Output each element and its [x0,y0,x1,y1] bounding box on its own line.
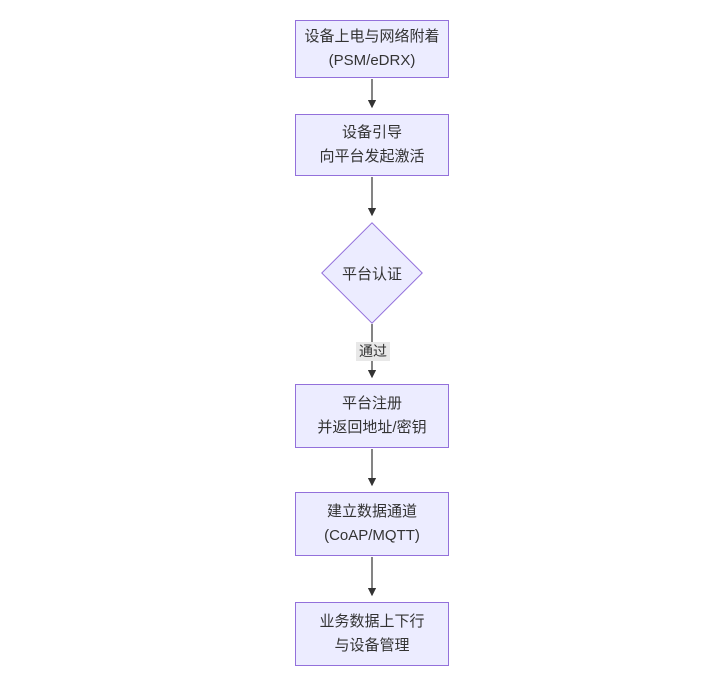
node-text-line: (PSM/eDRX) [328,52,416,69]
node-text-line: (CoAP/MQTT) [324,527,420,544]
node-device-power-attach: 设备上电与网络附着 (PSM/eDRX) [295,20,449,78]
node-platform-register: 平台注册 并返回地址/密钥 [295,384,449,448]
node-text-line: 设备引导 [341,124,402,141]
node-data-channel: 建立数据通道 (CoAP/MQTT) [295,492,449,556]
node-text-line: 建立数据通道 [326,503,417,520]
node-text-line: 并返回地址/密钥 [317,419,427,436]
edge-label-pass: 通过 [356,342,390,361]
node-text-line: 平台认证 [341,265,402,283]
decision-platform-auth: 平台认证 [321,222,423,324]
node-business-data: 业务数据上下行 与设备管理 [295,602,449,666]
node-text-line: 与设备管理 [334,637,410,654]
node-text-line: 向平台发起激活 [319,148,425,165]
node-text-line: 平台注册 [341,395,402,412]
node-text-line: 业务数据上下行 [319,613,425,630]
node-device-bootstrap: 设备引导 向平台发起激活 [295,114,449,176]
node-text-line: 设备上电与网络附着 [304,28,440,45]
